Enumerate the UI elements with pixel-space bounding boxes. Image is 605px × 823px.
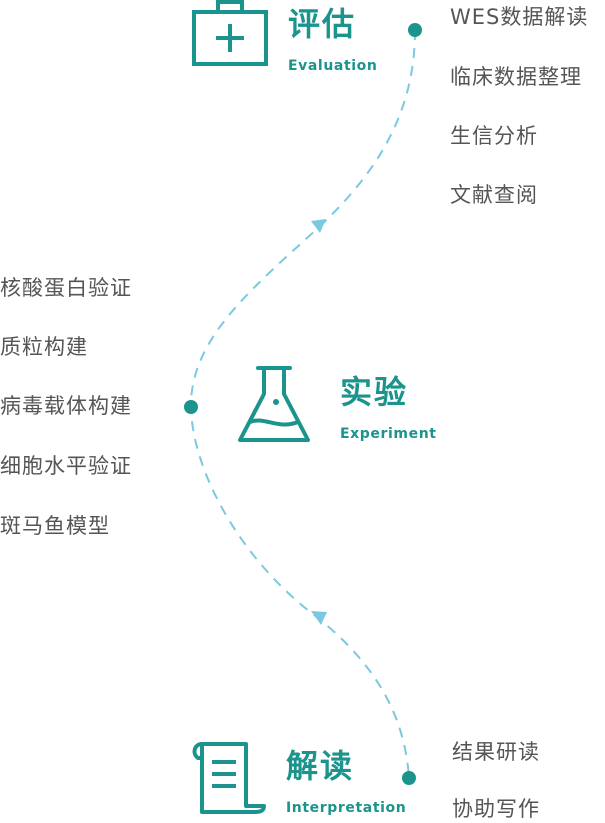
interpretation-item: 协助写作 <box>452 797 540 821</box>
interpretation-title: 解读 <box>286 747 355 785</box>
evaluation-item: 临床数据整理 <box>450 65 582 89</box>
experiment-item: 质粒构建 <box>0 335 88 359</box>
experiment-item: 斑马鱼模型 <box>0 514 110 538</box>
evaluation-item: WES数据解读 <box>450 5 589 29</box>
evaluation-subtitle: Evaluation <box>288 58 378 74</box>
evaluation-node-dot <box>408 23 422 37</box>
evaluation-item: 生信分析 <box>450 124 538 148</box>
interpretation-node-dot <box>402 771 416 785</box>
experiment-item: 病毒载体构建 <box>0 394 132 418</box>
medical-kit-icon <box>192 0 268 66</box>
experiment-subtitle: Experiment <box>340 426 437 442</box>
experiment-node-dot <box>184 400 198 414</box>
experiment-title: 实验 <box>340 373 409 411</box>
interpretation-item: 结果研读 <box>452 740 540 764</box>
experiment-item: 核酸蛋白验证 <box>0 276 132 300</box>
scroll-document-icon <box>192 742 266 814</box>
flask-icon <box>238 366 310 442</box>
arrow-down-right-icon <box>311 611 327 625</box>
evaluation-title: 评估 <box>288 5 357 43</box>
interpretation-subtitle: Interpretation <box>286 800 407 816</box>
experiment-item: 细胞水平验证 <box>0 454 132 478</box>
arrow-down-left-icon <box>311 219 326 233</box>
evaluation-item: 文献查阅 <box>450 183 538 207</box>
